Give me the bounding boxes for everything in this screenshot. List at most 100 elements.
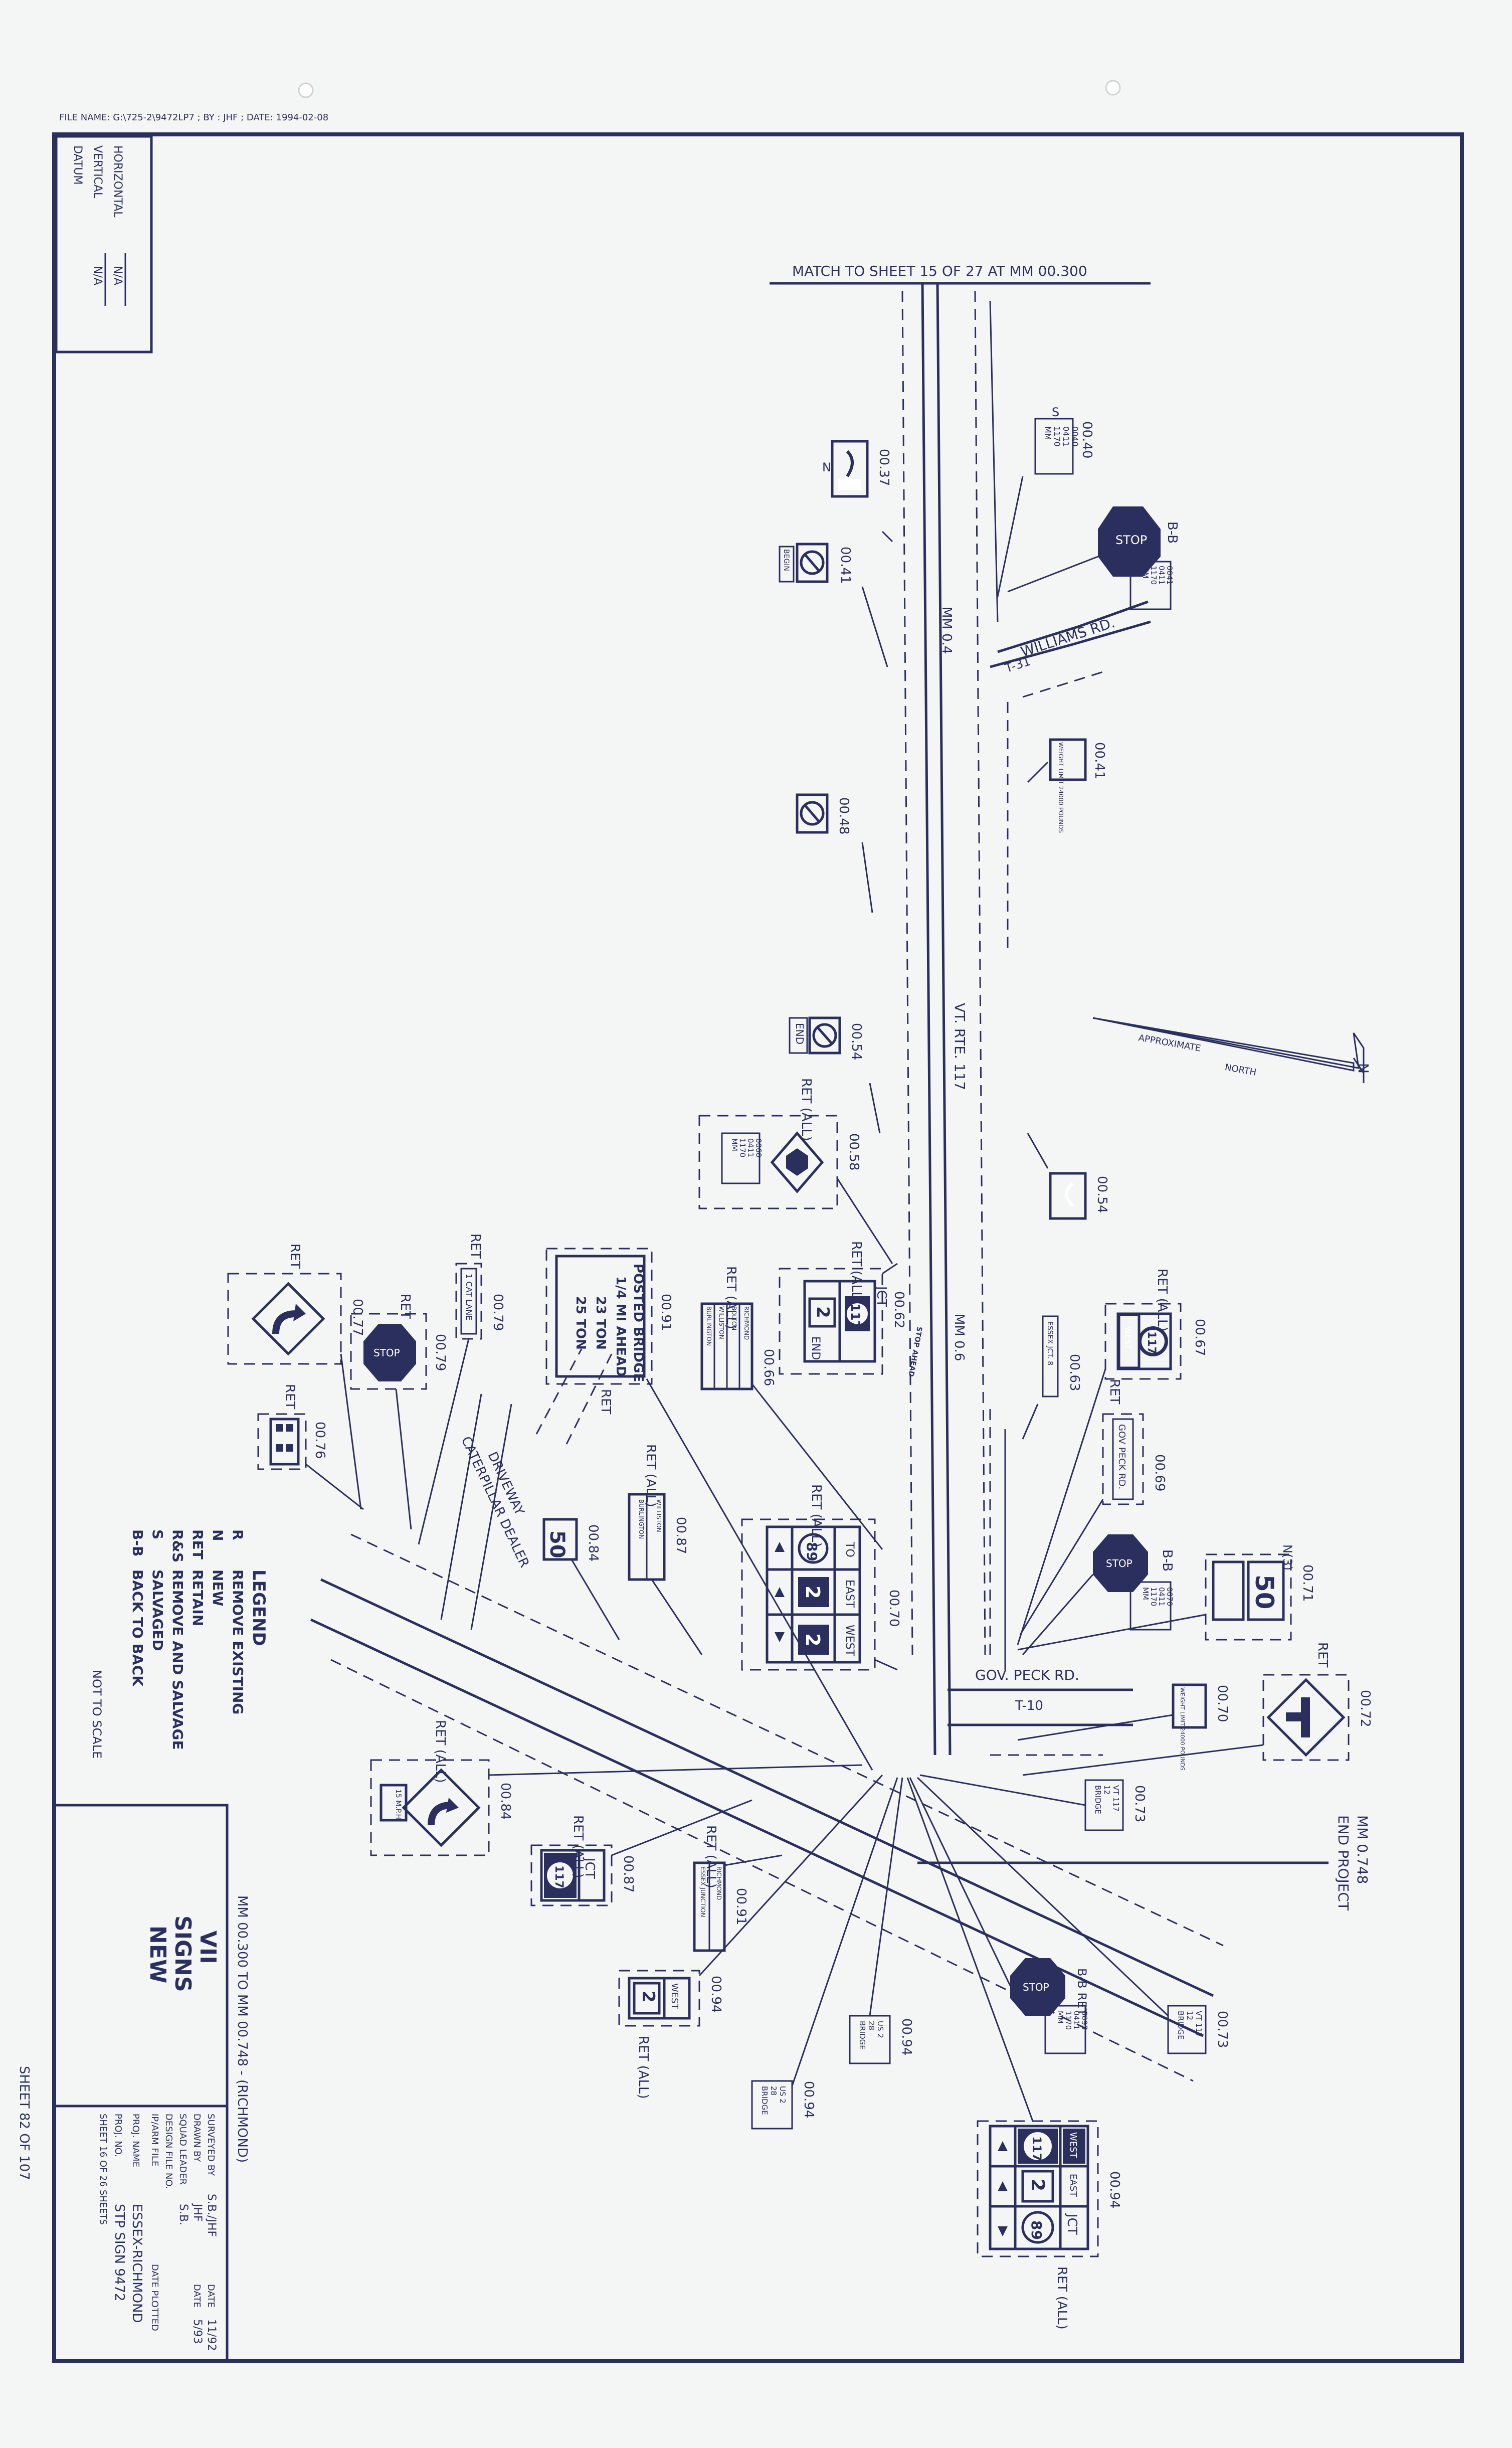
mm-00-41-b: 00.41 [1092,742,1107,779]
box-line: MM [1141,566,1150,579]
sign-00-62: JCT 2 117 END 00.62 RET (ALL) [779,1241,906,1375]
mm-00-70: 00.70 [886,1590,901,1627]
north-letter: N [1355,1063,1372,1074]
sign-00-94-bridge-b: BRIDGE 28 US 2 00.94 [849,1777,914,2064]
legend-text-bb: BACK TO BACK [129,1569,146,1687]
box-line: 28 [867,2021,876,2030]
box-line: MM [1056,2011,1065,2024]
panel-89: 89 [804,1542,820,1561]
code-00-70: RET (ALL) [809,1484,824,1547]
mm-00-63: 00.63 [1067,1354,1082,1391]
sign-00-79-catlane: 1 CAT LANE 00.79 RET [418,1234,505,1545]
legend-text-r: REMOVE EXISTING [230,1569,246,1714]
sign-00-66: RICHMOND BOLTON WILLISTON BURLINGTON 00.… [700,1266,883,1550]
sign-00-84-curve: 15 M.P.H. 00.84 RET (ALL) [370,1720,863,1856]
sign-00-69: GOV PECK RD. 00.69 RET [1019,1379,1167,1635]
title-signs: SIGNS [170,1915,196,1992]
datum-box: DATUM VERTICAL N/A HORIZONTAL N/A [55,135,153,354]
surveyed-by-label: SURVEYED BY [206,2114,216,2176]
mm-00-77: 00.77 [350,1299,365,1336]
legend-code-bb: B-B [129,1529,146,1556]
datum-horizontal-value: N/A [111,266,124,285]
title-range: MM 00.300 TO MM 00.748 - (RICHMOND) [235,1895,250,2163]
code-00-37: N [822,460,831,474]
ip-arm-label: IP/ARM FILE [149,2114,160,2166]
box-line: 0070 [1165,1587,1174,1606]
panel-2b: 2 [802,1633,824,1646]
sign-00-48: 00.48 [796,793,873,913]
box-line: 0411 [1157,566,1166,585]
sign-00-91-dest: RICHMOND ESSEX JUNCTION 00.91 RET (ALL) [693,1825,783,1952]
box-line: MM [1043,426,1053,440]
surveyed-by: S.B./JHF [205,2194,218,2237]
legend-code-rs: R&S [169,1529,186,1562]
end-project-label: END PROJECT [1335,1815,1352,1911]
mm-00-84-b: 00.84 [498,1783,513,1820]
legend-text-n: NEW [210,1569,226,1607]
sign-00-73-b: BRIDGE 12 VT 117 00.73 [916,1777,1230,2054]
mm-00-37: 00.37 [876,449,891,486]
stop-sign-00-95: STOP MM 1170 0411 0095 B-B RET [909,1777,1089,2054]
box-line: BOLTON [730,1306,737,1330]
stop-text: STOP [373,1347,400,1359]
legend-code-ret: RET [190,1529,206,1559]
stop-text: STOP [1023,1981,1049,1993]
mm-00-79-b: 00.79 [433,1334,448,1371]
box-line: BURLINGTON [638,1499,645,1539]
box-line: 0411 [1061,426,1071,447]
sheet-of-label: SHEET 16 OF 26 SHEETS [98,2114,108,2225]
box-line: GOV PECK RD. [1116,1424,1127,1489]
legend-code-s: S [149,1529,166,1539]
squad-leader: S.B. [177,2204,190,2225]
legend-title: LEGEND [249,1569,269,1646]
box-line: WILLISTON [718,1306,725,1339]
speed-50: 50 [1250,1575,1279,1610]
mm-04-label: MM 0.4 [939,607,954,654]
mm-00-73: 00.73 [1132,1785,1147,1822]
sign-00-58: MM 1170 0411 0060 00.58 RET (ALL) [698,1078,893,1264]
end-label: END [794,1023,806,1044]
box-line: 0060 [754,1138,763,1157]
mm-00-76: 00.76 [312,1422,327,1459]
stop-text: STOP [1115,533,1147,547]
proj-name-label: PROJ. NAME [130,2114,141,2167]
mm-06-label: MM 0.6 [952,1314,967,1361]
stop-text: STOP [1106,1557,1132,1569]
box-line: BURLINGTON [705,1306,712,1346]
punch-hole [298,82,314,98]
code-00-76: RET [282,1384,297,1409]
panel-2: 2 [813,1306,833,1318]
box-line: ESSEX JUNCTION [699,1866,706,1917]
sign-00-72: 00.72 RET [1022,1642,1373,1776]
box-line: 1170 [738,1138,747,1157]
sign-00-67: 117 WEST 00.67 RET (ALL) [1017,1269,1207,1645]
box-line: 0095 [1080,2011,1089,2030]
code-00-79: RET [468,1234,483,1259]
squad-leader-label: SQUAD LEADER [177,2114,188,2185]
panel-east: EAST [843,1580,856,1608]
bridge-line-4: 25 TON [573,1296,588,1350]
box-line: 1170 [1149,1587,1158,1606]
box-line: MM [1141,1587,1150,1600]
mm-00-87: 00.87 [673,1517,688,1554]
mm-00-62: 00.62 [891,1291,906,1328]
drawn-by: JHF [191,2203,204,2222]
legend: LEGEND R REMOVE EXISTING N NEW RET RETAI… [90,1529,269,1759]
sign-00-77: 00.77 RET [227,1244,365,1510]
stop-sign-00-41: STOP MM 1170 0411 0041 B-B [1007,506,1180,610]
datum-title: DATUM [71,145,84,185]
code-00-62: RET (ALL) [849,1241,864,1304]
panel-117-b: 117 [1030,2136,1044,2161]
sheet-total: SHEET 82 OF 107 [17,2066,32,2180]
drawn-by-label: DRAWN BY [192,2114,202,2162]
panel-east-b: EAST [1068,2174,1078,2197]
shield-117: 117 [1145,1331,1158,1354]
panel-jct-b: JCT [1064,2213,1079,2235]
box-line: 1170 [1149,566,1158,585]
mm-00-94-d: 00.94 [1107,2171,1122,2208]
sign-00-70-weight: WEIGHT LIMIT 24000 POUNDS 00.70 [1017,1683,1230,1771]
mm-00-73-b: 00.73 [1215,2011,1230,2048]
panel-2-c: 2 [1027,2179,1048,2191]
panel-west-b: WEST [1068,2132,1078,2159]
code-00-72: RET [1315,1642,1330,1667]
